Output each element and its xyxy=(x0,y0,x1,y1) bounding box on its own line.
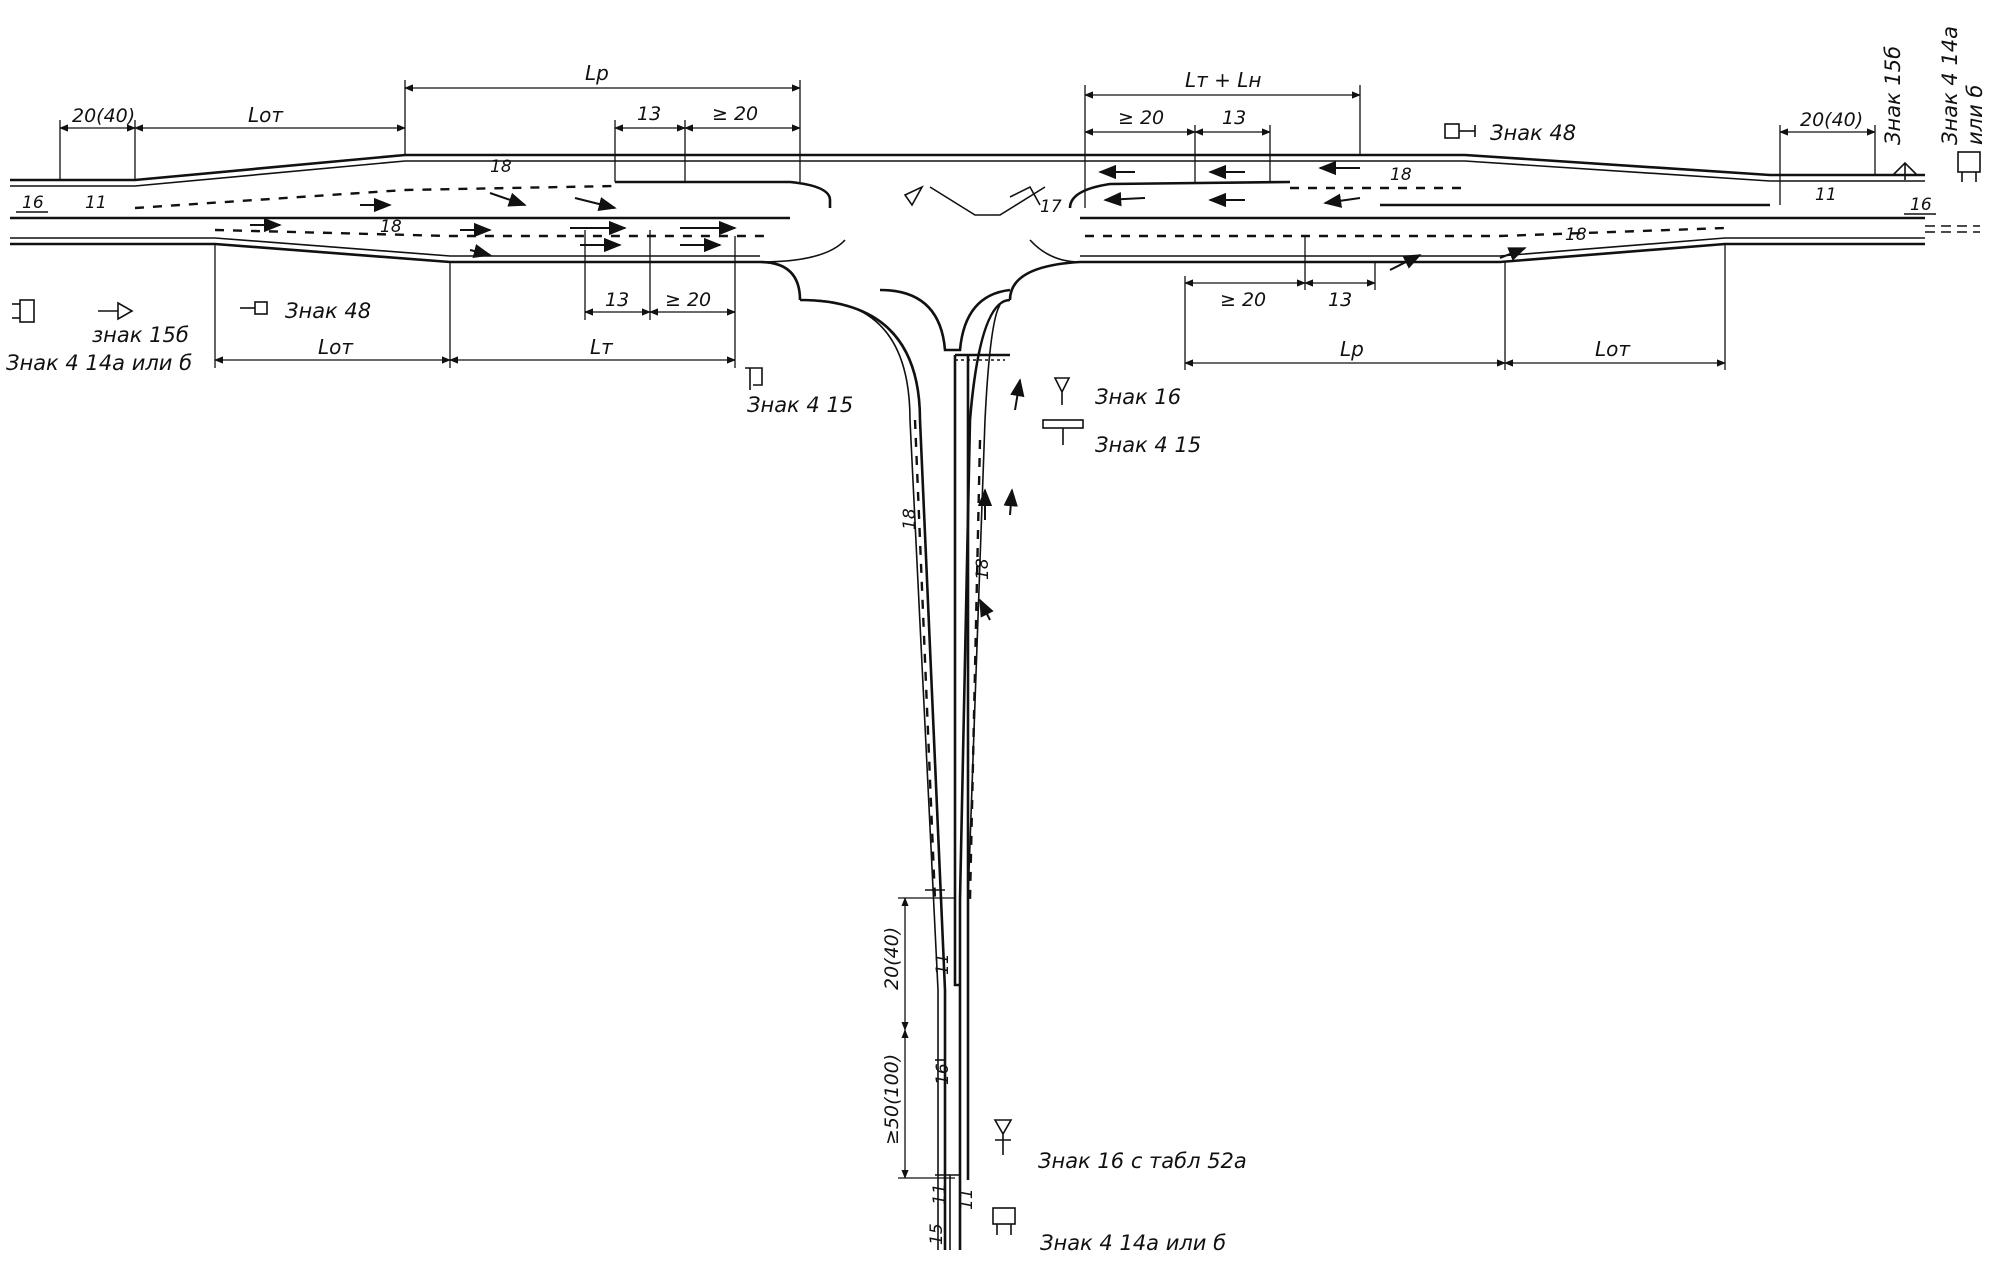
arrow-mark xyxy=(489,192,527,207)
dim-lt-ln: Lт + Lн xyxy=(1185,68,1261,92)
marking-18-stem-right: 18 xyxy=(973,558,993,580)
marking-11-bottom-a: 11 xyxy=(930,1183,950,1205)
dim-ge20-bot-left: ≥ 20 xyxy=(665,289,711,311)
sign-labels: Знак 48 Знак 15б Знак 4 14а или б знак 1… xyxy=(6,26,1987,1255)
marking-11-right: 11 xyxy=(1815,185,1837,205)
sign-label-znak414-right-b: или б xyxy=(1963,85,1987,145)
marking-numbers: 16 11 18 18 17 18 18 11 16 18 18 11 16 1… xyxy=(16,157,1936,1245)
dim-lt-bot-left: Lт xyxy=(590,335,614,359)
dimension-labels: Lр Lт + Lн Lот 20(40) 20(40) 13 ≥ 20 ≥ 2… xyxy=(72,61,1863,1145)
marking-16-left: 16 xyxy=(22,193,44,213)
dim-ge20-top-left: ≥ 20 xyxy=(712,103,758,125)
sign-16-stem-icon xyxy=(1053,377,1071,405)
arrow-mark xyxy=(1323,193,1361,208)
sign-48-top-icon xyxy=(1444,123,1460,139)
arrow-mark xyxy=(469,244,492,259)
marking-18-stem-left: 18 xyxy=(900,508,920,530)
sign-414-right-icon xyxy=(1957,151,1981,173)
dim-13-bot-right: 13 xyxy=(1328,289,1352,311)
marking-11-left: 11 xyxy=(85,193,107,213)
dim-ge20-top-right: ≥ 20 xyxy=(1118,107,1164,129)
sign-414-bottom-icon xyxy=(992,1207,1016,1225)
arrow-mark xyxy=(1499,247,1527,261)
sign-label-znak16-tabl: Знак 16 с табл 52а xyxy=(1038,1149,1247,1173)
marking-16-stem: 16 xyxy=(933,1063,953,1085)
sign-label-znak48-left: Знак 48 xyxy=(285,299,371,323)
sign-label-znak414-right-a: Знак 4 14а xyxy=(1938,26,1962,145)
dim-lot-top-left: Lот xyxy=(248,103,284,127)
sign-16-tabl-icon xyxy=(993,1119,1013,1155)
sign-label-znak15b-left: знак 15б xyxy=(92,323,189,347)
dim-2040-vert: 20(40) xyxy=(881,927,903,990)
arrow-mark xyxy=(1389,254,1422,271)
dim-ge20-bot-right: ≥ 20 xyxy=(1220,289,1266,311)
sign-symbols xyxy=(12,123,1981,1235)
main-road xyxy=(10,153,1980,301)
sign-label-znak15b-right: Знак 15б xyxy=(1881,46,1905,145)
side-road xyxy=(799,288,1011,1250)
marking-11-stem: 11 xyxy=(933,953,953,975)
marking-15-bottom: 15 xyxy=(927,1223,947,1245)
marking-17-center: 17 xyxy=(1040,197,1062,217)
dim-13-top-left: 13 xyxy=(637,103,661,125)
sign-label-znak415-left: Знак 4 15 xyxy=(747,393,853,417)
dim-lot-bot-left: Lот xyxy=(318,335,354,359)
sign-414-left-icon xyxy=(19,299,35,323)
sign-15b-left-icon xyxy=(98,301,134,321)
direction-arrows xyxy=(250,160,1527,621)
sign-48-left-icon xyxy=(254,301,268,315)
marking-18-top-left: 18 xyxy=(490,157,512,177)
arrow-mark xyxy=(979,598,994,621)
dim-lp-bot-right: Lр xyxy=(1340,337,1364,361)
marking-18-mid-right: 18 xyxy=(1565,225,1587,245)
dim-2040-top-right: 20(40) xyxy=(1800,109,1863,131)
dim-13-bot-left: 13 xyxy=(605,289,629,311)
sign-label-znak16-stem: Знак 16 xyxy=(1095,385,1181,409)
dim-lp-top: Lр xyxy=(585,61,609,85)
marking-18-top-right: 18 xyxy=(1390,165,1412,185)
sign-label-znak48-top: Знак 48 xyxy=(1490,121,1576,145)
dimension-lines xyxy=(59,80,1876,1179)
sign-415-stem-icon xyxy=(1042,419,1084,429)
dim-lot-bot-right: Lот xyxy=(1595,337,1631,361)
sign-15b-right-icon xyxy=(1892,161,1918,180)
marking-11-bottom-b: 11 xyxy=(957,1188,977,1210)
marking-16-right: 16 xyxy=(1910,195,1932,215)
dim-ge50-vert: ≥50(100) xyxy=(881,1054,903,1145)
dim-13-top-right: 13 xyxy=(1222,107,1246,129)
dim-2040-top-left: 20(40) xyxy=(72,105,135,127)
arrow-mark xyxy=(1010,378,1025,411)
sign-label-znak414-bottom: Знак 4 14а или б xyxy=(1040,1231,1226,1255)
arrow-mark xyxy=(574,197,617,212)
sign-label-znak415-stem: Знак 4 15 xyxy=(1095,433,1201,457)
arrow-mark xyxy=(1003,488,1018,516)
arrow-mark xyxy=(1103,191,1146,207)
sign-label-znak414-left: Знак 4 14а или б xyxy=(6,351,192,375)
sign-415-left-icon xyxy=(745,367,763,390)
marking-18-mid-left: 18 xyxy=(380,217,402,237)
